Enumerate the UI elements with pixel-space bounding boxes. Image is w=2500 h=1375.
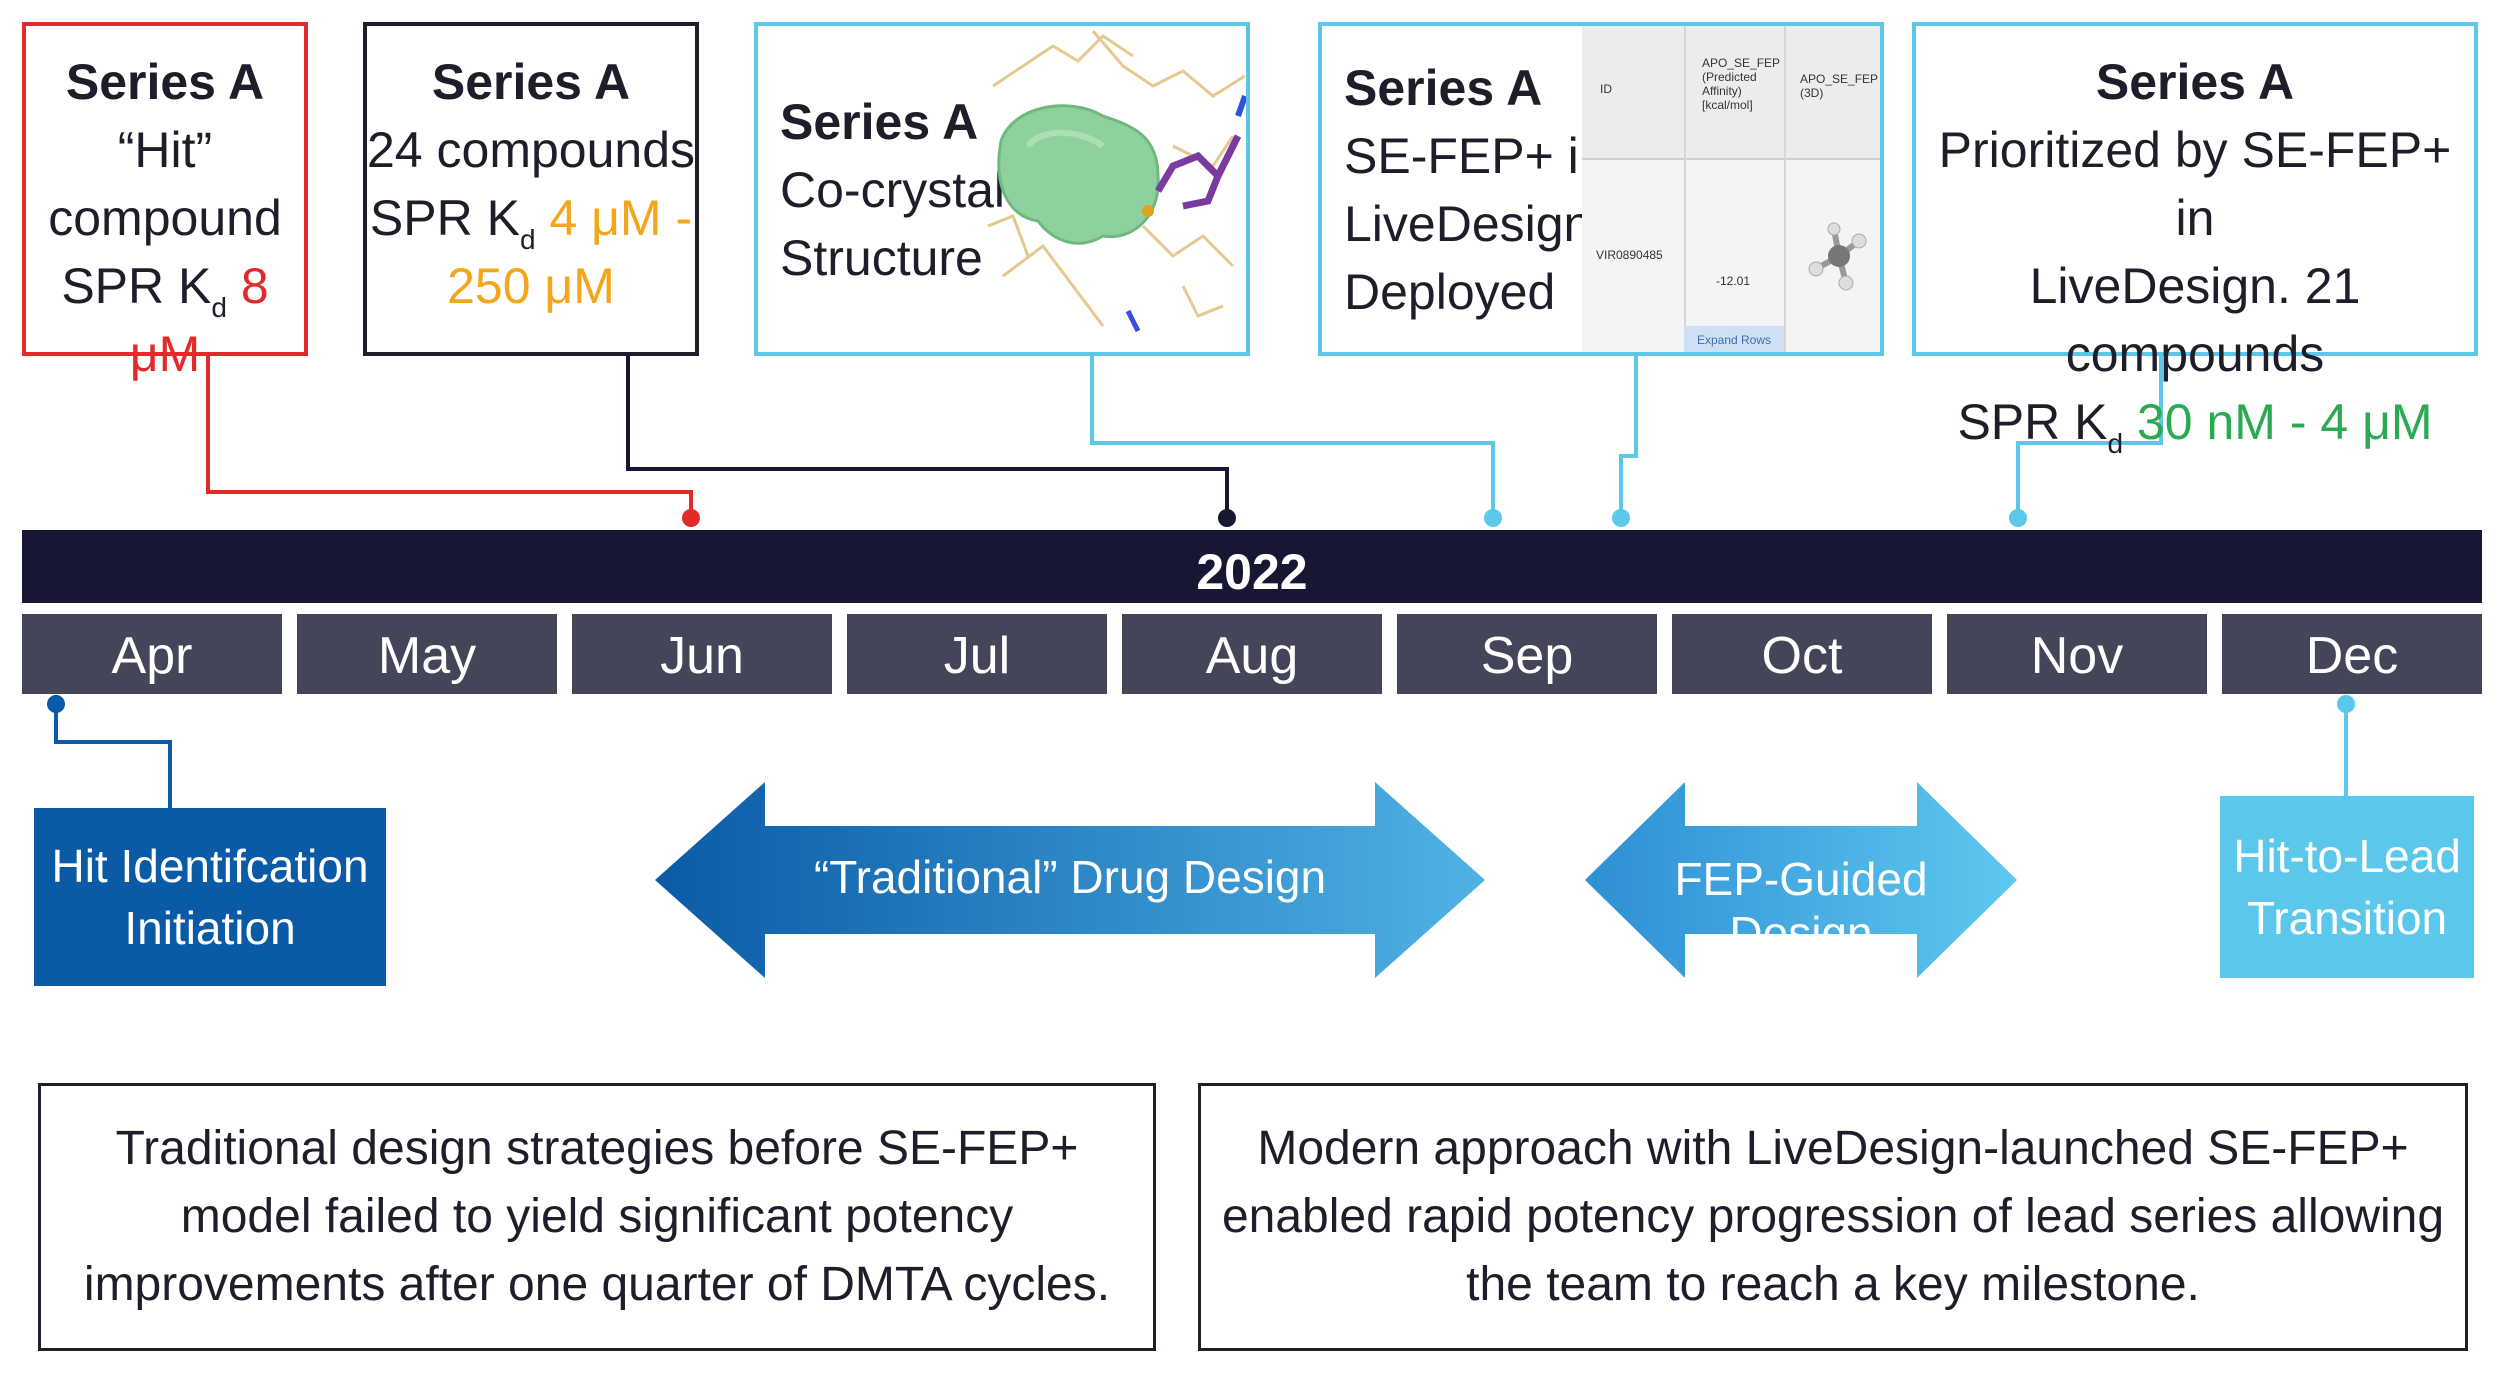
- month-apr: Apr: [22, 614, 282, 694]
- callout-line: Deployed: [1344, 264, 1556, 320]
- phase-label: Initiation: [124, 902, 296, 954]
- kd-line: SPR Kd 4 μM -: [369, 190, 693, 255]
- table-cell-id: VIR0890485: [1596, 248, 1663, 262]
- molecule-3d-icon: [1808, 222, 1867, 291]
- phase-hit-identification: Hit Identifcation Initiation: [34, 808, 386, 986]
- traditional-design-arrow: [655, 782, 1485, 978]
- callout-title: Series A: [1344, 60, 1543, 116]
- kd-line: SPR Kd 8 μM: [61, 258, 269, 382]
- kd-value: 4 μM -: [549, 190, 693, 246]
- marker-hit-id: [47, 695, 65, 713]
- fep-guided-arrow: [1585, 782, 2017, 978]
- month-jul: Jul: [847, 614, 1107, 694]
- note-line: model failed to yield significant potenc…: [180, 1190, 1014, 1243]
- callout-co-crystal: Series A Co-crystal Structure: [754, 22, 1250, 356]
- month-may: May: [297, 614, 557, 694]
- marker-hit: [682, 509, 700, 527]
- callout-prioritized: Series A Prioritized by SE-FEP+ in LiveD…: [1912, 22, 2478, 458]
- callout-line: Structure: [780, 230, 983, 286]
- phase-label: Transition: [2246, 892, 2448, 944]
- note-line: enabled rapid potency progression of lea…: [1221, 1190, 2445, 1243]
- connector-hit: [206, 356, 693, 518]
- phase-label: Hit-to-Lead: [2233, 830, 2461, 882]
- note-modern: Modern approach with LiveDesign-launched…: [1198, 1083, 2468, 1351]
- callout-line: LiveDesign: [1344, 196, 1592, 252]
- kd-value-range-end: 250 μM: [447, 258, 615, 314]
- table-header-id: ID: [1600, 82, 1612, 96]
- expand-rows-button[interactable]: Expand Rows: [1684, 326, 1784, 352]
- marker-24-compounds: [1218, 509, 1236, 527]
- callout-title: Series A: [2095, 54, 2295, 110]
- traditional-design-label: “Traditional” Drug Design: [813, 851, 1327, 903]
- callout-line: “Hit”: [117, 122, 213, 178]
- phase-hit-to-lead: Hit-to-Lead Transition: [2220, 796, 2474, 978]
- callout-line: 24 compounds: [367, 122, 696, 178]
- fep-guided-label: FEP-Guided Design: [1674, 853, 1928, 959]
- callout-line: compound: [48, 190, 282, 246]
- month-nov: Nov: [1947, 614, 2207, 694]
- callout-line: Co-crystal: [780, 162, 1006, 218]
- year-bar: 2022: [22, 530, 2482, 603]
- table-cell-affinity: -12.01: [1716, 274, 1751, 288]
- month-dec: Dec: [2222, 614, 2482, 694]
- protein-structure-image: [987, 30, 1246, 333]
- callout-title: Series A: [65, 54, 265, 110]
- connector-prioritized: [2016, 356, 2163, 518]
- connector-crystal: [1090, 356, 1495, 518]
- month-oct: Oct: [1672, 614, 1932, 694]
- connector-24-compounds: [626, 356, 1229, 518]
- callout-title: Series A: [780, 94, 979, 150]
- callout-line: SE-FEP+ in: [1344, 128, 1607, 184]
- callout-line: Prioritized by SE-FEP+ in: [1938, 122, 2452, 246]
- callout-sefep-deployed: Series A SE-FEP+ in LiveDesign Deployed …: [1318, 22, 1884, 356]
- note-line: improvements after one quarter of DMTA c…: [83, 1258, 1111, 1311]
- callout-hit-compound: Series A “Hit” compound SPR Kd 8 μM: [22, 22, 308, 382]
- marker-prioritized: [2009, 509, 2027, 527]
- month-aug: Aug: [1122, 614, 1382, 694]
- marker-h2l: [2337, 695, 2355, 713]
- month-sep: Sep: [1397, 614, 1657, 694]
- kd-value: 8 μM: [129, 258, 269, 382]
- note-line: Traditional design strategies before SE-…: [115, 1122, 1079, 1175]
- marker-crystal: [1484, 509, 1502, 527]
- phase-label: Hit Identifcation: [51, 840, 369, 892]
- connector-sefep: [1619, 356, 1638, 518]
- table-header-3d: APO_SE_FEP (3D): [1800, 72, 1879, 100]
- note-traditional: Traditional design strategies before SE-…: [38, 1083, 1156, 1351]
- kd-line: SPR Kd 30 nM - 4 μM: [1957, 394, 2433, 459]
- note-line: the team to reach a key milestone.: [1466, 1258, 2200, 1311]
- marker-sefep: [1612, 509, 1630, 527]
- callout-24-compounds: Series A 24 compounds SPR Kd 4 μM - 250 …: [363, 22, 699, 356]
- connector-hit-id: [54, 704, 172, 808]
- callout-title: Series A: [431, 54, 631, 110]
- callout-line: LiveDesign. 21 compounds: [2029, 258, 2361, 382]
- kd-value: 30 nM - 4 μM: [2136, 394, 2433, 450]
- table-header-affinity: APO_SE_FEP (Predicted Affinity) [kcal/mo…: [1702, 56, 1781, 112]
- month-jun: Jun: [572, 614, 832, 694]
- livedesign-table: ID APO_SE_FEP (Predicted Affinity) [kcal…: [1582, 26, 1880, 352]
- note-line: Modern approach with LiveDesign-launched…: [1257, 1122, 2409, 1175]
